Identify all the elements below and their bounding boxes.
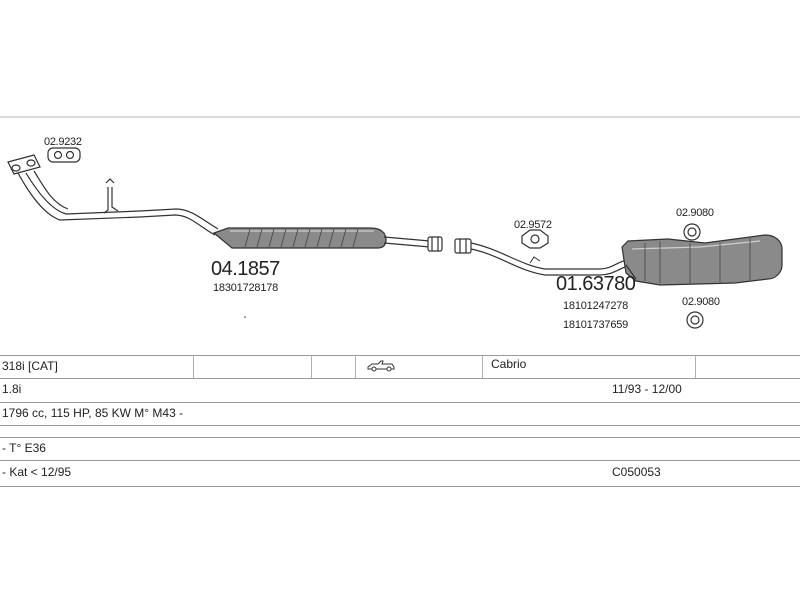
- rear-silencer-oe-number-1: 18101247278: [563, 300, 629, 312]
- front-pipe: [17, 170, 219, 236]
- front-silencer-label: 04.1857: [211, 258, 280, 280]
- dot-mark: [244, 316, 246, 318]
- gasket-02-9232-label: 02.9232: [44, 136, 82, 148]
- type-cell: - T° E36: [2, 441, 46, 455]
- sensor-bracket: [103, 178, 119, 214]
- exhaust-diagram: 02.9232 04.1857 18301728178 02.9572 01.6…: [0, 115, 800, 355]
- convertible-car-icon: [366, 358, 396, 375]
- front-flange: [7, 154, 41, 175]
- engine-spec-cell: 1796 cc, 115 HP, 85 KW M° M43 -: [2, 406, 184, 420]
- engine-cell: 1.8i: [2, 382, 22, 396]
- front-silencer-oe-number: 18301728178: [213, 282, 279, 294]
- body-type-cell: Cabrio: [491, 357, 527, 371]
- hanger-02-9080-top: [683, 223, 701, 241]
- front-silencer-part: [212, 227, 387, 249]
- model-cell: 318i [CAT]: [2, 359, 58, 373]
- rear-pipe: [470, 242, 633, 276]
- pipe-clamp-1: [427, 236, 443, 252]
- hanger-02-9080-bottom: [686, 311, 704, 329]
- code-cell: C050053: [612, 465, 661, 479]
- middle-pipe: [383, 236, 431, 248]
- rear-silencer-label: 01.63780: [556, 273, 636, 295]
- pipe-clamp-2: [454, 238, 472, 254]
- exhaust-drawing: [0, 116, 800, 329]
- note-cell: - Kat < 12/95: [2, 465, 72, 479]
- rear-pipe-bracket: [529, 256, 541, 264]
- gasket-02-9232-part: [47, 147, 81, 163]
- hanger-02-9080-top-label: 02.9080: [676, 207, 714, 219]
- rear-silencer-part: [621, 234, 783, 286]
- years-cell: 11/93 - 12/00: [612, 382, 682, 396]
- hanger-02-9080-bottom-label: 02.9080: [682, 296, 720, 308]
- gasket-02-9572-label: 02.9572: [514, 219, 552, 231]
- rear-silencer-oe-number-2: 18101737659: [563, 319, 629, 331]
- gasket-02-9572-part: [521, 229, 549, 249]
